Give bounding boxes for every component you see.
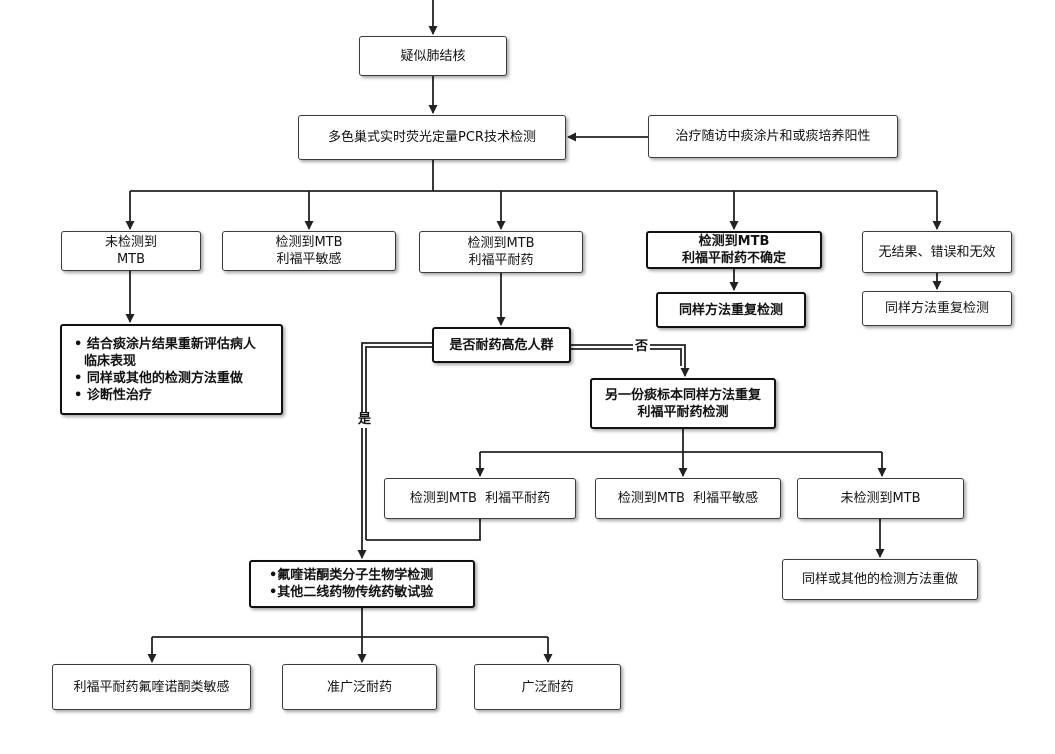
rif-resistant-node: 检测到MTB 利福平耐药 xyxy=(419,231,583,273)
suspected-tb-node: 疑似肺结核 xyxy=(359,36,507,76)
outcome-fq-sensitive-node: 利福平耐药氟喹诺酮类敏感 xyxy=(52,664,251,710)
not-detected-node: 未检测到 MTB xyxy=(61,231,201,271)
outcome-pre-xdr-node: 准广泛耐药 xyxy=(282,664,437,710)
no-edge-label: 否 xyxy=(633,339,651,355)
rif-uncertain-node: 检测到MTB 利福平耐药不确定 xyxy=(646,231,822,269)
result-not-detected-node: 未检测到MTB xyxy=(797,478,964,519)
result-rif-sensitive-node: 检测到MTB 利福平敏感 xyxy=(595,478,781,519)
repeat-same-method-node-1: 同样方法重复检测 xyxy=(656,292,806,328)
pcr-test-node: 多色巢式实时荧光定量PCR技术检测 xyxy=(298,115,566,160)
repeat-same-method-node-2: 同样方法重复检测 xyxy=(862,291,1012,326)
second-sample-node: 另一份痰标本同样方法重复 利福平耐药检测 xyxy=(590,378,776,429)
high-risk-decision-node: 是否耐药高危人群 xyxy=(432,327,571,363)
rif-sensitive-node: 检测到MTB 利福平敏感 xyxy=(222,231,396,271)
followup-positive-node: 治疗随访中痰涂片和或痰培养阳性 xyxy=(648,115,898,158)
clinical-actions-node: • 结合痰涂片结果重新评估病人 临床表现 • 同样或其他的检测方法重做 • 诊断… xyxy=(60,324,283,415)
fq-tests-node: •氟喹诺酮类分子生物学检测 •其他二线药物传统药敏试验 xyxy=(249,560,475,608)
outcome-xdr-node: 广泛耐药 xyxy=(474,664,621,710)
result-rif-resistant-node: 检测到MTB 利福平耐药 xyxy=(384,478,576,519)
yes-edge-label: 是 xyxy=(356,412,374,428)
redo-other-method-node: 同样或其他的检测方法重做 xyxy=(782,559,978,600)
no-result-node: 无结果、错误和无效 xyxy=(862,231,1012,273)
